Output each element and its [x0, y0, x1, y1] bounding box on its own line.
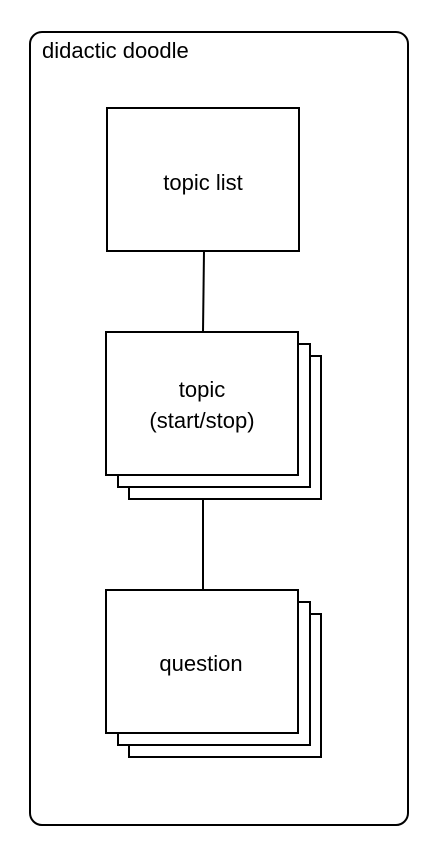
- node-topic-list-label: topic list: [163, 170, 242, 195]
- node-topic-list-box: [106, 107, 300, 252]
- node-topic-list: topic list: [106, 107, 300, 252]
- node-question-front-box: [105, 589, 299, 734]
- node-question-stack: question: [105, 589, 322, 758]
- node-topic-label: topic: [179, 377, 225, 402]
- node-topic-sublabel: (start/stop): [149, 408, 254, 433]
- node-topic-stack: topic (start/stop): [105, 331, 322, 500]
- container-title: didactic doodle: [42, 38, 189, 63]
- node-topic-front-box: [105, 331, 299, 476]
- connector-topic-list-to-topic: [202, 250, 205, 333]
- node-question-label: question: [159, 651, 242, 676]
